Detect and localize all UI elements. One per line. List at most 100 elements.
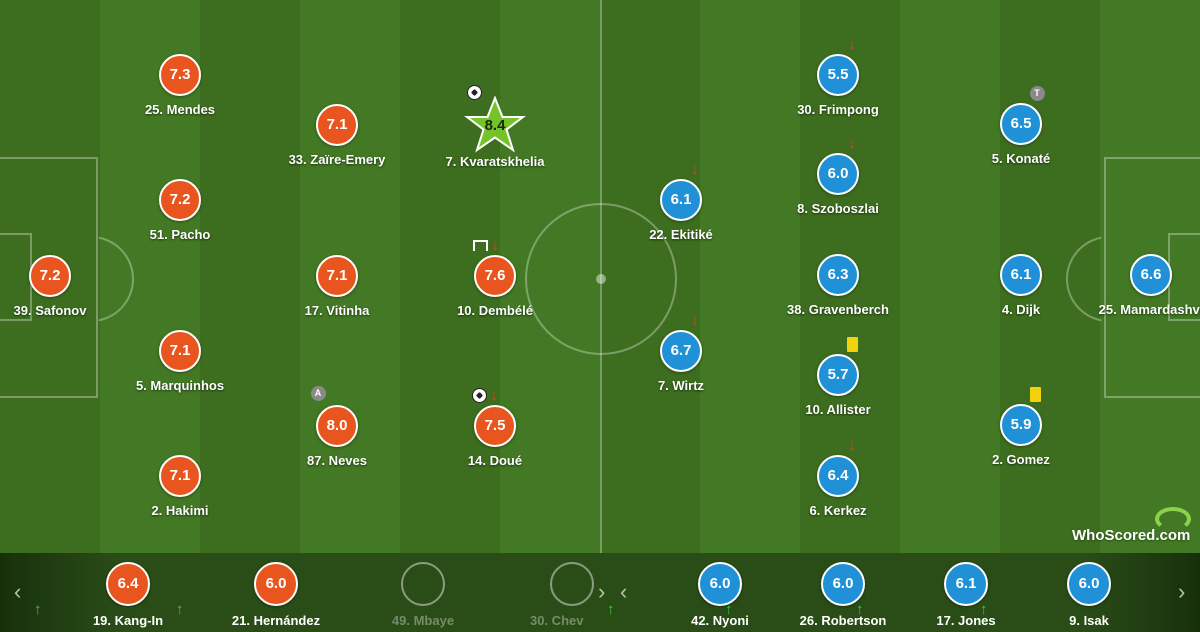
pitch: 7.3 25. Mendes 7.2 51. Pacho 7.2 39. Saf… xyxy=(0,0,1200,553)
rating-badge-empty xyxy=(550,562,594,606)
player-ekitike[interactable]: ↓ 6.1 22. Ekitiké xyxy=(606,162,756,243)
rating-badge: 8.0 xyxy=(316,405,358,447)
player-safonov[interactable]: 7.2 39. Safonov xyxy=(0,255,125,318)
sub-out-arrow-icon: ↓ xyxy=(691,311,699,329)
rating-badge: 5.5 xyxy=(817,54,859,96)
player-name: 25. Mamardashvi xyxy=(1098,302,1200,317)
bench-next-button[interactable]: › xyxy=(598,579,606,604)
player-hakimi[interactable]: 7.1 2. Hakimi xyxy=(105,455,255,518)
goal-ball-icon xyxy=(472,387,488,403)
player-events: ↓ xyxy=(777,133,927,153)
player-kerkez[interactable]: ↓ 6.4 6. Kerkez xyxy=(763,438,913,519)
player-name: 7. Wirtz xyxy=(657,378,705,393)
player-mendes[interactable]: 7.3 25. Mendes xyxy=(105,54,255,117)
rating-badge: 7.1 xyxy=(316,255,358,297)
player-name: 39. Safonov xyxy=(13,303,87,318)
player-name: 38. Gravenberch xyxy=(787,302,889,317)
bench-player-kang-in[interactable]: 6.4 ↑ 19. Kang-In xyxy=(34,562,208,628)
rating-badge: 6.0 xyxy=(1067,562,1111,606)
rating-badge: 7.1 xyxy=(316,104,358,146)
sub-out-arrow-icon: ↓ xyxy=(848,35,856,53)
sub-in-arrow-icon: ↑ xyxy=(856,601,864,618)
sub-in-arrow-icon: ↑ xyxy=(607,601,615,618)
player-name: 17. Vitinha xyxy=(304,303,370,318)
player-vitinha[interactable]: 7.1 17. Vitinha xyxy=(262,255,412,318)
player-szoboszlai[interactable]: ↓ 6.0 8. Szoboszlai xyxy=(763,136,913,217)
bench-player-name: 17. Jones xyxy=(936,613,996,628)
rating-badge: 6.6 xyxy=(1130,254,1172,296)
player-dijk[interactable]: 6.1 4. Dijk xyxy=(946,254,1096,317)
rating-badge: 7.2 xyxy=(159,179,201,221)
bench-player-chevalier[interactable]: 30. Chev xyxy=(492,562,652,628)
sub-in-arrow-icon: ↑ xyxy=(725,601,733,618)
bench-player-isak[interactable]: 6.0 ↑ 9. Isak xyxy=(980,562,1169,628)
bench-player-name: 49. Mbaye xyxy=(391,613,455,628)
player-events: ↓ xyxy=(777,34,927,54)
player-name: 25. Mendes xyxy=(144,102,216,117)
sub-in-arrow-icon: ↑ xyxy=(980,601,988,618)
player-marquinhos[interactable]: 7.1 5. Marquinhos xyxy=(105,330,255,393)
player-name: 5. Marquinhos xyxy=(135,378,225,393)
player-mamardashvili[interactable]: 6.6 25. Mamardashvi xyxy=(1076,254,1200,317)
player-gravenberch[interactable]: 6.3 38. Gravenberch xyxy=(763,254,913,317)
player-events: ↓ xyxy=(620,159,770,179)
player-events: ↓ xyxy=(410,385,560,405)
bench-player-name: 9. Isak xyxy=(1069,613,1109,628)
rating-badge-empty xyxy=(401,562,445,606)
player-gomez[interactable]: 5.9 2. Gomez xyxy=(946,386,1096,467)
player-neves[interactable]: A 8.0 87. Neves xyxy=(262,385,412,468)
player-kvaratskhelia[interactable]: 8.4 7. Kvaratskhelia xyxy=(420,84,570,169)
player-zaire-emery[interactable]: 7.1 33. Zaïre-Emery xyxy=(262,104,412,167)
rating-badge: 7.1 xyxy=(159,455,201,497)
bench-player-name: 21. Hernández xyxy=(231,613,321,628)
rating-badge: 5.7 xyxy=(817,354,859,396)
rating-value: 8.4 xyxy=(484,117,506,134)
center-spot xyxy=(596,274,606,284)
bench-player-name: 26. Robertson xyxy=(799,613,887,628)
rating-badge: 6.7 xyxy=(660,330,702,372)
player-dembele[interactable]: ↓ 7.6 10. Dembélé xyxy=(420,238,570,319)
rating-badge: 6.1 xyxy=(944,562,988,606)
rating-badge: 6.1 xyxy=(660,179,702,221)
assist-icon: A xyxy=(310,385,326,401)
center-circle xyxy=(525,203,677,355)
player-events: ↓ xyxy=(411,235,561,255)
player-name: 4. Dijk xyxy=(1001,302,1041,317)
player-doue[interactable]: ↓ 7.5 14. Doué xyxy=(420,387,570,468)
rating-badge: 7.3 xyxy=(159,54,201,96)
bench-player-jones[interactable]: 6.1 ↑ 17. Jones xyxy=(856,562,1046,628)
player-events: A xyxy=(243,383,393,403)
rating-badge: 6.4 xyxy=(817,455,859,497)
player-pacho[interactable]: 7.2 51. Pacho xyxy=(105,179,255,242)
rating-badge: 7.6 xyxy=(474,255,516,297)
player-wirtz[interactable]: ↓ 6.7 7. Wirtz xyxy=(606,313,756,394)
bench-player-hernandez[interactable]: 6.0 ↑ 21. Hernández xyxy=(176,562,356,628)
player-name: 5. Konaté xyxy=(991,151,1051,166)
player-events: ↓ xyxy=(620,310,770,330)
sub-out-arrow-icon: ↓ xyxy=(691,160,699,178)
player-allister[interactable]: 5.7 10. Allister xyxy=(763,336,913,417)
bench-player-nyoni[interactable]: 6.0 ↑ 42. Nyoni xyxy=(607,562,800,628)
goal-ball-icon xyxy=(466,84,482,100)
bench-player-name: 30. Chev xyxy=(530,613,584,628)
player-konate[interactable]: T 6.5 5. Konaté xyxy=(946,85,1096,166)
rating-badge: 6.1 xyxy=(1000,254,1042,296)
rating-badge: 6.0 xyxy=(254,562,298,606)
rating-badge: 6.0 xyxy=(698,562,742,606)
sub-out-arrow-icon: ↓ xyxy=(848,134,856,152)
player-name: 8. Szoboszlai xyxy=(797,201,879,216)
bench-prev-button-away[interactable]: ‹ xyxy=(620,579,628,604)
bench-player-mbaye[interactable]: 49. Mbaye xyxy=(343,562,503,628)
bench-next-button-away[interactable]: › xyxy=(1178,579,1186,604)
sub-in-arrow-icon: ↑ xyxy=(176,601,184,618)
player-events xyxy=(777,334,927,354)
left-penalty-box xyxy=(0,157,98,398)
rating-badge: 7.1 xyxy=(159,330,201,372)
player-name: 30. Frimpong xyxy=(797,102,879,117)
bench-prev-button[interactable]: ‹ xyxy=(14,579,22,604)
player-frimpong[interactable]: ↓ 5.5 30. Frimpong xyxy=(763,37,913,118)
bench-player-robertson[interactable]: 6.0 ↑ 26. Robertson xyxy=(725,562,923,628)
bench-player-name: 42. Nyoni xyxy=(691,613,749,628)
substitutes-bar: ‹ › ‹ › 6.4 ↑ 19. Kang-In 6.0 ↑ 21. Hern… xyxy=(0,553,1200,632)
